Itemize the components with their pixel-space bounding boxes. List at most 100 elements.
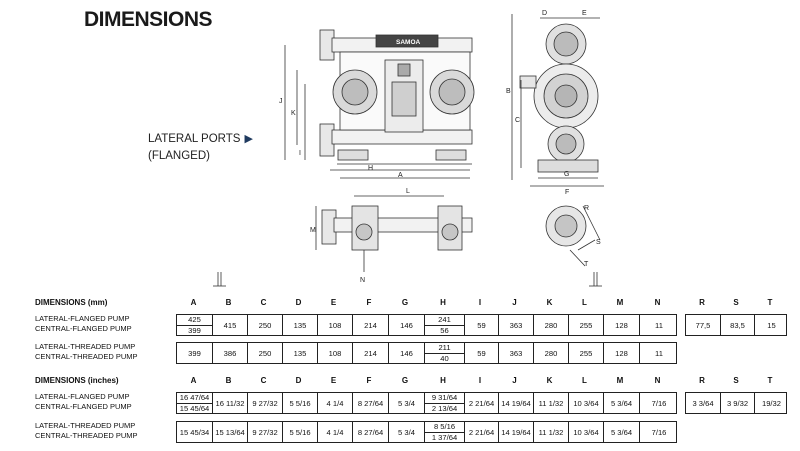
cell-M: 128 [603, 343, 639, 363]
cell-value: 56 [440, 325, 449, 335]
cell-I: 59 [464, 343, 498, 363]
column-header-I: I [478, 376, 482, 385]
cell-value: 40 [440, 353, 449, 363]
cell-I: 2 21/64 [464, 422, 498, 442]
column-header-S: S [733, 376, 739, 385]
cell-N: 7/16 [639, 393, 678, 413]
inches-heading: DIMENSIONS (inches) [35, 376, 119, 385]
brand-label: SAMOA [396, 39, 421, 46]
cell-D: 5 5/16 [282, 422, 317, 442]
page-title: DIMENSIONS [84, 8, 213, 31]
cell-value: 16 47/64 [177, 393, 212, 404]
cell-N: 7/16 [639, 422, 678, 442]
column-header-K: K [546, 298, 553, 307]
cell-value: 15 45/64 [179, 403, 210, 413]
cell-A: 399 [188, 348, 201, 358]
column-header-C: C [260, 298, 267, 307]
column-header-N: N [654, 298, 661, 307]
column-header-J: J [512, 298, 517, 307]
column-header-A: A [190, 376, 197, 385]
cell-D: 135 [282, 343, 317, 363]
cell-value: 399 [188, 325, 201, 335]
cell-J: 363 [498, 343, 533, 363]
cell-S: 83,5 [720, 315, 754, 335]
dim-L: L [406, 188, 410, 195]
cell-value: 8 5/16 [425, 422, 464, 433]
column-header-L: L [582, 298, 587, 307]
central-threaded-label: CENTRAL-THREADED PUMP [35, 352, 138, 361]
cell-value: 9 31/64 [425, 393, 464, 404]
column-header-R: R [699, 376, 705, 385]
cell-B: 386 [212, 343, 247, 363]
column-header-I: I [478, 298, 482, 307]
column-header-B: B [225, 376, 232, 385]
cell-L: 10 3/64 [568, 393, 603, 413]
mm-flanged-labels: LATERAL-FLANGED PUMP CENTRAL-FLANGED PUM… [35, 314, 132, 334]
cell-E: 4 1/4 [317, 422, 352, 442]
cell-T: 19/32 [754, 393, 788, 413]
cell-T: 15 [754, 315, 788, 335]
column-header-G: G [401, 298, 409, 307]
flange-detail-drawing [545, 205, 601, 267]
cell-J: 14 19/64 [498, 393, 533, 413]
column-header-E: E [330, 376, 337, 385]
cell-G: 5 3/4 [388, 422, 424, 442]
lateral-ports-line1: LATERAL PORTS [148, 133, 241, 145]
cell-L: 255 [568, 315, 603, 335]
dim-G: G [564, 171, 569, 178]
column-header-T: T [767, 376, 773, 385]
top-view-drawing [315, 195, 473, 272]
column-header-H: H [440, 298, 446, 307]
cell-value: 2 13/64 [431, 403, 458, 413]
cell-K: 280 [533, 315, 568, 335]
in-threaded-labels: LATERAL-THREADED PUMP CENTRAL-THREADED P… [35, 421, 138, 441]
cell-G: 5 3/4 [388, 393, 424, 413]
column-header-M: M [616, 298, 624, 307]
cell-E: 108 [317, 315, 352, 335]
cell-R: 3 3/64 [692, 398, 714, 408]
column-header-S: S [733, 298, 739, 307]
lateral-threaded-label-in: LATERAL-THREADED PUMP [35, 421, 136, 430]
cell-B: 15 13/64 [212, 422, 247, 442]
column-header-F: F [366, 376, 372, 385]
column-header-B: B [225, 298, 232, 307]
cell-C: 250 [247, 343, 282, 363]
dim-R: R [584, 205, 589, 212]
dim-J: J [279, 98, 283, 105]
cell-M: 128 [603, 315, 639, 335]
dim-B: B [506, 88, 511, 95]
cell-E: 108 [317, 343, 352, 363]
dim-A: A [398, 172, 403, 179]
lateral-flanged-label: LATERAL-FLANGED PUMP [35, 314, 130, 323]
in-flanged-labels: LATERAL-FLANGED PUMP CENTRAL-FLANGED PUM… [35, 392, 132, 412]
column-header-M: M [616, 376, 624, 385]
column-header-R: R [699, 298, 705, 307]
cell-value: 241 [425, 315, 464, 326]
central-flanged-label-in: CENTRAL-FLANGED PUMP [35, 402, 132, 411]
cell-S: 3 9/32 [720, 393, 754, 413]
dim-C: C [515, 117, 520, 124]
arrow-right-icon: ▶ [244, 133, 253, 145]
cell-F: 214 [352, 343, 388, 363]
cell-E: 4 1/4 [317, 393, 352, 413]
cell-L: 255 [568, 343, 603, 363]
column-header-C: C [260, 376, 267, 385]
column-header-N: N [654, 376, 661, 385]
cell-value: 1 37/64 [431, 432, 458, 442]
dim-F: F [565, 189, 569, 196]
dim-S: S [596, 239, 601, 246]
column-header-D: D [295, 298, 302, 307]
column-header-F: F [366, 298, 372, 307]
dim-E: E [582, 10, 587, 17]
cell-L: 10 3/64 [568, 422, 603, 442]
cell-N: 11 [639, 343, 678, 363]
dim-K: K [291, 110, 296, 117]
column-header-J: J [512, 376, 517, 385]
